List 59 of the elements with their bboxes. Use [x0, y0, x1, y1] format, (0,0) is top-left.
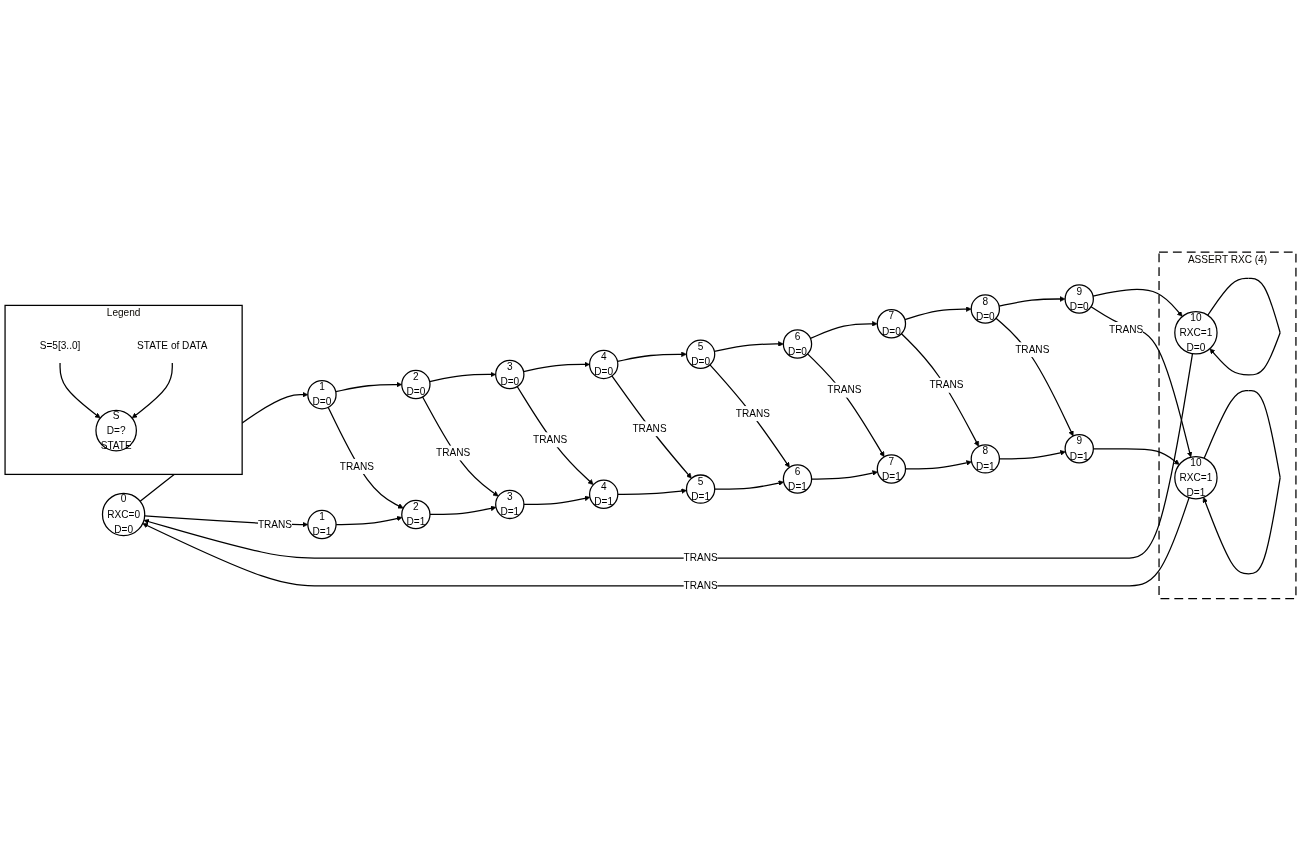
- node-circle: 9 D=0: [1064, 284, 1094, 314]
- arrow: [617, 488, 687, 496]
- edge-label: TRANS: [929, 379, 964, 391]
- arrow: [904, 306, 972, 321]
- arrow: [1092, 289, 1183, 318]
- node-text: STATE of DATA: [137, 340, 208, 352]
- edge-label: TRANS: [683, 580, 718, 592]
- arrow: [429, 371, 496, 383]
- node-circle: 8 D=1: [970, 444, 1001, 474]
- node-circle: 3 D=0: [495, 359, 525, 390]
- arrow: [59, 362, 101, 419]
- arrow: [335, 382, 402, 393]
- node-circle: 6 D=0: [782, 329, 813, 359]
- edge-label: TRANS: [1015, 344, 1050, 355]
- node-circle: 5 D=1: [685, 474, 716, 505]
- node-circle: 6 D=1: [782, 464, 813, 494]
- edge-label: TRANS: [735, 408, 770, 419]
- node-circle: 1 D=1: [307, 510, 337, 540]
- arrow: [422, 396, 499, 497]
- node-circle: 4 D=0: [588, 349, 619, 380]
- arrow: [806, 353, 885, 458]
- arrow: [516, 386, 594, 486]
- node-circle: 10 RXC=1 D=0: [1174, 311, 1218, 355]
- edge-label: TRANS: [533, 434, 568, 446]
- arrow: [131, 362, 173, 419]
- node-circle: 9 D=1: [1064, 434, 1094, 464]
- arrow: [611, 375, 692, 479]
- arrow: [995, 317, 1074, 437]
- arrow: [1207, 277, 1281, 376]
- arrow: [714, 480, 784, 490]
- node-circle: 8 D=0: [970, 294, 1001, 325]
- node-circle: S D=? STATE: [95, 409, 137, 452]
- arrow: [429, 505, 497, 516]
- node-circle: 0 RXC=0 D=0: [101, 492, 146, 537]
- arrow: [523, 495, 591, 506]
- arrow: [1202, 390, 1281, 575]
- arrow: [709, 364, 790, 468]
- arrow: [900, 333, 979, 447]
- node-circle: 3 D=1: [495, 489, 525, 520]
- node-circle: 2 D=1: [401, 499, 431, 530]
- edge-label: TRANS: [436, 447, 471, 459]
- arrow: [998, 296, 1066, 307]
- arrow: [327, 406, 404, 509]
- edge-label: TRANS: [1109, 324, 1144, 335]
- node-circle: 7 D=0: [876, 309, 907, 339]
- edge-label: TRANS: [339, 460, 375, 472]
- edge-label: TRANS: [632, 423, 667, 435]
- node-circle: 2 D=0: [401, 370, 431, 400]
- edge-label: TRANS: [257, 519, 293, 530]
- node-circle: 10 RXC=1 D=1: [1174, 456, 1218, 500]
- arrow: [809, 321, 878, 340]
- edge-label: TRANS: [827, 384, 862, 396]
- arrow: [1090, 306, 1193, 458]
- node-circle: 7 D=1: [876, 454, 907, 484]
- node-circle: 1 D=0: [307, 380, 337, 410]
- node-circle: 5 D=0: [685, 339, 716, 370]
- edge-label: TRANS: [683, 552, 718, 564]
- node-text: S=5[3..0]: [39, 340, 81, 352]
- node-circle: 4 D=1: [588, 479, 619, 510]
